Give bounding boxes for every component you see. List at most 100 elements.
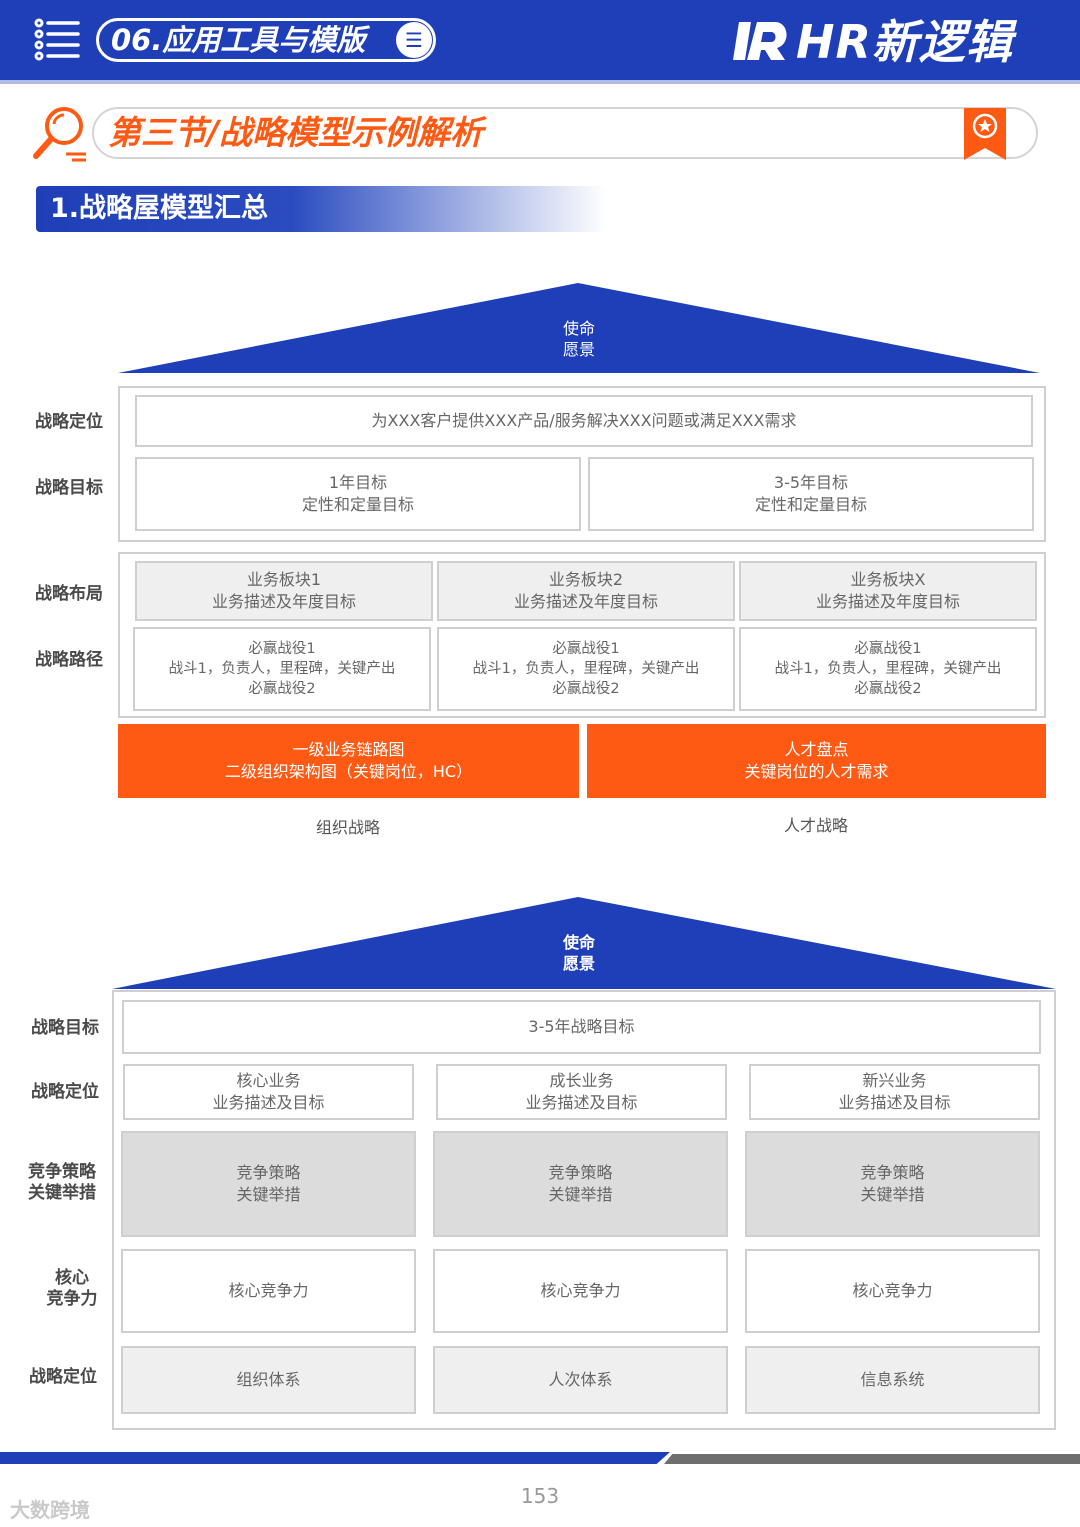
- system-box: 信息系统: [745, 1346, 1040, 1414]
- positioning-box: 为XXX客户提供XXX产品/服务解决XXX问题或满足XXX需求: [135, 395, 1033, 447]
- side-label: 战略目标: [35, 478, 103, 498]
- side-label: 战略定位: [29, 1367, 97, 1387]
- path-detail: 战斗1，负责人，里程碑，关键产出: [472, 661, 700, 677]
- side-label: 竞争策略 关键举措: [16, 1162, 108, 1204]
- business-box: 核心业务 业务描述及目标: [123, 1064, 414, 1120]
- path-detail: 战斗1，负责人，里程碑，关键产出: [168, 661, 396, 677]
- footer-bar-gray: [664, 1454, 1080, 1464]
- goal-box: 1年目标 定性和定量目标: [135, 457, 581, 531]
- business-desc: 业务描述及目标: [525, 1093, 638, 1112]
- foundation-caption: 人才战略: [783, 816, 848, 835]
- goal-desc: 定性和定量目标: [754, 495, 867, 514]
- path-battle-1: 必赢战役1: [248, 641, 316, 657]
- path-box: 必赢战役1 战斗1，负责人，里程碑，关键产出 必赢战役2: [437, 627, 735, 711]
- mission-label: 使命: [562, 933, 595, 952]
- path-battle-1: 必赢战役1: [854, 641, 922, 657]
- core-text: 核心竞争力: [228, 1281, 309, 1300]
- page-number: 153: [520, 1484, 560, 1508]
- foundation-caption: 组织战略: [315, 818, 380, 837]
- book-icon: ☰: [396, 22, 432, 58]
- house2-roof: [112, 897, 1056, 989]
- side-label-line: 竞争策略: [28, 1162, 96, 1182]
- side-label-line: 核心: [55, 1268, 89, 1288]
- path-box: 必赢战役1 战斗1，负责人，里程碑，关键产出 必赢战役2: [739, 627, 1037, 711]
- strategy-title: 竞争策略: [236, 1163, 301, 1182]
- segment-box: 业务板块2 业务描述及年度目标: [437, 561, 735, 621]
- segment-title: 业务板块X: [850, 570, 926, 589]
- business-title: 核心业务: [236, 1071, 301, 1090]
- side-label: 战略路径: [35, 650, 103, 670]
- segment-box: 业务板块1 业务描述及年度目标: [135, 561, 433, 621]
- foundation-title: 一级业务链路图: [292, 740, 405, 759]
- strategy-box: 竞争策略 关键举措: [121, 1131, 416, 1237]
- watermark: 大数跨境: [10, 1498, 90, 1522]
- path-battle-1: 必赢战役1: [552, 641, 620, 657]
- segment-title: 业务板块2: [548, 570, 624, 589]
- system-box: 组织体系: [121, 1346, 416, 1414]
- side-label: 战略定位: [31, 1082, 99, 1102]
- business-title: 新兴业务: [862, 1071, 927, 1090]
- business-desc: 业务描述及目标: [212, 1093, 325, 1112]
- path-detail: 战斗1，负责人，里程碑，关键产出: [774, 661, 1002, 677]
- subtitle: 1.战略屋模型汇总: [50, 193, 269, 224]
- core-box: 核心竞争力: [433, 1249, 728, 1333]
- header-underline: [0, 80, 1080, 84]
- mission-label: 使命: [562, 319, 595, 338]
- segment-desc: 业务描述及年度目标: [513, 592, 658, 611]
- footer-bar-blue: [0, 1452, 670, 1464]
- long-goal-box: 3-5年战略目标: [122, 1000, 1041, 1054]
- foundation-title: 人才盘点: [784, 740, 849, 759]
- list-icon: [34, 18, 80, 61]
- header-bar: [0, 0, 1080, 80]
- badge-ribbon-icon: [964, 108, 1006, 160]
- section-title: 第三节/战略模型示例解析: [108, 113, 484, 152]
- brand-logo-icon: [733, 22, 787, 60]
- side-label: 战略目标: [31, 1018, 99, 1038]
- path-battle-2: 必赢战役2: [248, 681, 316, 697]
- vision-label: 愿景: [562, 954, 595, 973]
- goal-desc: 定性和定量目标: [301, 495, 414, 514]
- business-box: 新兴业务 业务描述及目标: [749, 1064, 1040, 1120]
- foundation-desc: 关键岗位的人才需求: [744, 762, 889, 781]
- house1-roof: [118, 283, 1040, 373]
- strategy-box: 竞争策略 关键举措: [433, 1131, 728, 1237]
- strategy-title: 竞争策略: [548, 1163, 613, 1182]
- goal-box: 3-5年目标 定性和定量目标: [588, 457, 1034, 531]
- segment-title: 业务板块1: [246, 570, 322, 589]
- segment-desc: 业务描述及年度目标: [211, 592, 356, 611]
- long-goal-text: 3-5年战略目标: [528, 1017, 635, 1036]
- segment-box: 业务板块X 业务描述及年度目标: [739, 561, 1037, 621]
- system-text: 人次体系: [548, 1370, 613, 1389]
- core-box: 核心竞争力: [121, 1249, 416, 1333]
- business-box: 成长业务 业务描述及目标: [436, 1064, 727, 1120]
- chapter-title: 06.应用工具与模版: [96, 18, 436, 62]
- strategy-desc: 关键举措: [860, 1185, 925, 1204]
- path-battle-2: 必赢战役2: [854, 681, 922, 697]
- foundation-talent-box: 人才盘点 关键岗位的人才需求: [587, 724, 1046, 798]
- business-desc: 业务描述及目标: [838, 1093, 951, 1112]
- system-box: 人次体系: [433, 1346, 728, 1414]
- foundation-org-box: 一级业务链路图 二级组织架构图（关键岗位，HC）: [118, 724, 579, 798]
- side-label: 战略定位: [35, 412, 103, 432]
- vision-label: 愿景: [562, 340, 595, 359]
- side-label: 核心 竞争力: [26, 1268, 118, 1310]
- magnifier-icon: [33, 107, 86, 162]
- system-text: 信息系统: [860, 1370, 925, 1389]
- side-label-line: 竞争力: [46, 1289, 98, 1309]
- goal-title: 1年目标: [328, 473, 388, 492]
- house2-roof-text: 使命 愿景: [520, 932, 638, 974]
- strategy-title: 竞争策略: [860, 1163, 925, 1182]
- foundation-desc: 二级组织架构图（关键岗位，HC）: [224, 762, 473, 781]
- core-text: 核心竞争力: [540, 1281, 621, 1300]
- business-title: 成长业务: [549, 1071, 614, 1090]
- side-label-line: 关键举措: [28, 1183, 96, 1203]
- core-box: 核心竞争力: [745, 1249, 1040, 1333]
- path-battle-2: 必赢战役2: [552, 681, 620, 697]
- brand-name: HR新逻辑: [796, 15, 1013, 69]
- strategy-desc: 关键举措: [236, 1185, 301, 1204]
- side-label: 战略布局: [35, 584, 103, 604]
- strategy-desc: 关键举措: [548, 1185, 613, 1204]
- positioning-text: 为XXX客户提供XXX产品/服务解决XXX问题或满足XXX需求: [371, 411, 797, 430]
- subtitle-bar: [36, 186, 606, 232]
- core-text: 核心竞争力: [852, 1281, 933, 1300]
